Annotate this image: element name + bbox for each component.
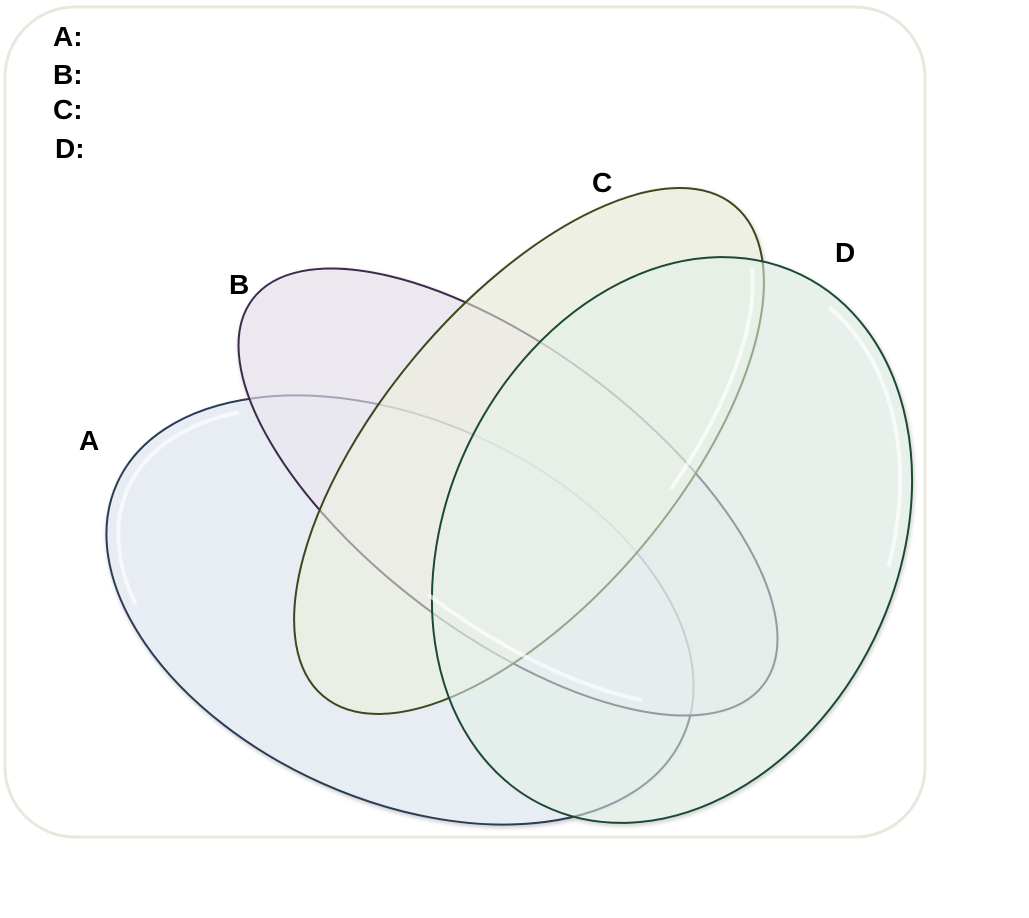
venn-sets [105, 187, 914, 826]
legend-item-c: C: [53, 94, 83, 125]
set-b-highlight [247, 277, 769, 707]
set-b-label: B [229, 269, 249, 300]
set-d-label: D [835, 237, 855, 268]
legend-item-b: B: [53, 59, 83, 90]
set-a-label: A [79, 425, 99, 456]
legend-item-a: A: [53, 21, 83, 52]
ellipse-highlights [116, 197, 903, 815]
legend: A: B: C: D: [53, 21, 85, 164]
set-labels: A B C D [79, 167, 855, 456]
legend-item-d: D: [55, 133, 85, 164]
set-c-label: C [592, 167, 612, 198]
set-d-ellipse [430, 256, 914, 824]
set-a-highlight [116, 405, 684, 815]
